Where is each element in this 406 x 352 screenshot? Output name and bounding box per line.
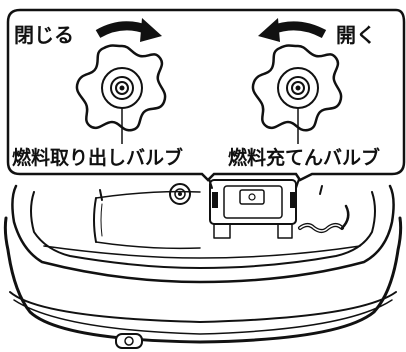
open-label: 開く: [336, 23, 376, 47]
outlet-valve-label: 燃料取り出しバルブ: [12, 146, 183, 169]
fill-valve-knob-icon: [251, 44, 343, 144]
close-label: 閉じる: [14, 23, 74, 47]
outlet-valve-knob-icon: [75, 44, 167, 144]
trunk-illustration: [3, 175, 403, 349]
curved-arrow-clockwise-icon: [95, 18, 162, 42]
fill-valve-label: 燃料充てんバルブ: [228, 146, 380, 169]
curved-arrow-counterclockwise-icon: [258, 18, 327, 42]
